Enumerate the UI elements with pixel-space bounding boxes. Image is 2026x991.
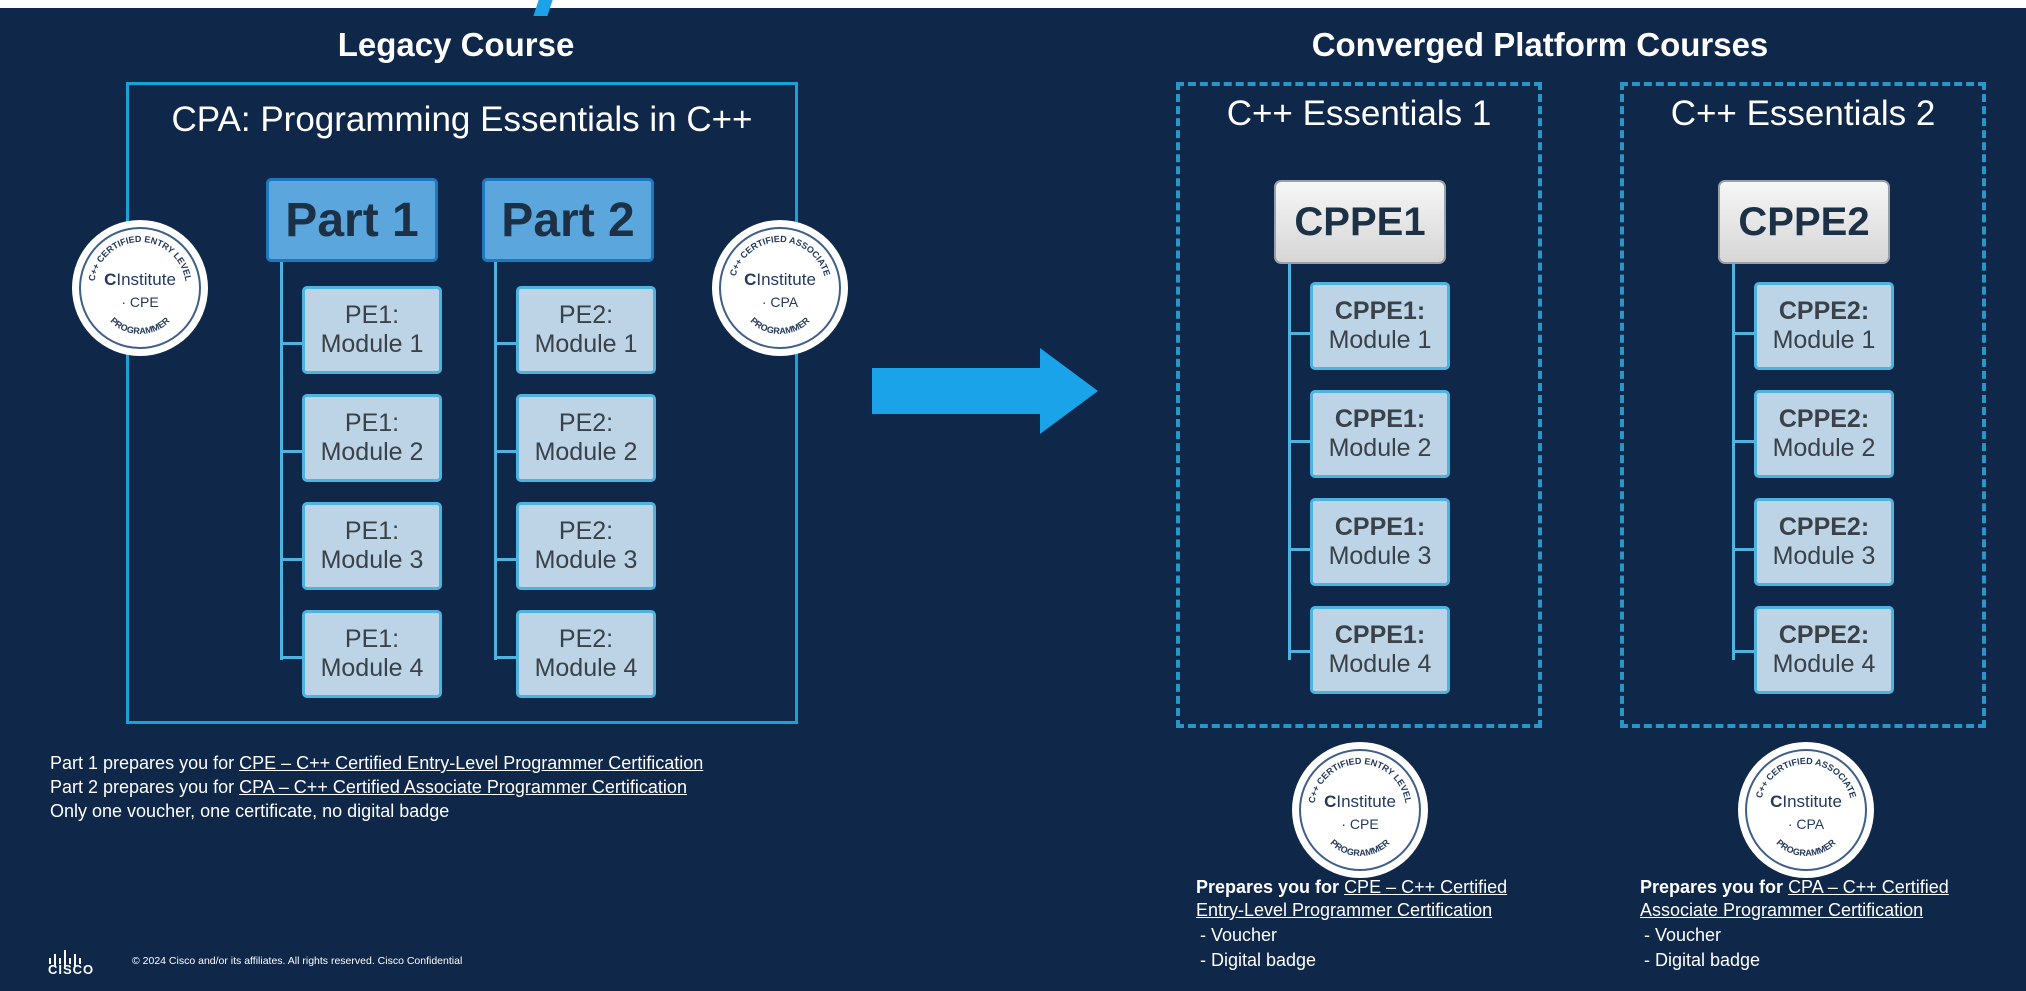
legacy-course-box (126, 82, 798, 724)
badge-institute-label: CInstitute (104, 270, 176, 289)
badge-arc-text: C++ CERTIFIED ASSOCIATE PROGRAMMER (1754, 756, 1859, 858)
cpa-certification-link[interactable]: CPA – C++ Certified Associate Programmer… (239, 777, 687, 797)
cppe1-branch-1 (1288, 332, 1310, 335)
cisco-wordmark: CISCO (48, 962, 95, 977)
c-logo-icon: C (1324, 792, 1337, 811)
c2-prep-line-2: Associate Programmer Certification (1640, 899, 1923, 922)
pe2-branch-4 (494, 656, 516, 659)
badge-ring (719, 227, 841, 349)
cppe2-branch-4 (1732, 650, 1754, 653)
cpe-certification-link-cont[interactable]: Entry-Level Programmer Certification (1196, 900, 1493, 920)
badge-institute-label: CInstitute (1324, 792, 1396, 811)
cppe1-module-3: CPPE1:Module 3 (1310, 498, 1450, 586)
pe2-branch-3 (494, 558, 516, 561)
c2-digital-badge-bullet: - Digital badge (1644, 950, 1761, 970)
pe1-module-4: PE1:Module 4 (302, 610, 442, 698)
badge-ring (1299, 749, 1421, 871)
badge-code: · CPA (1787, 816, 1825, 832)
cppe2-module-1: CPPE2:Module 1 (1754, 282, 1894, 370)
cpe-certification-link[interactable]: CPE – C++ Certified (1344, 877, 1508, 897)
cppe2-module-4: CPPE2:Module 4 (1754, 606, 1894, 694)
svg-text:PROGRAMMER: PROGRAMMER (1328, 837, 1391, 858)
c-logo-icon: C (744, 270, 757, 289)
cpp-essentials-2-title: C++ Essentials 2 (1670, 94, 1936, 133)
c2-prep-line-1: Prepares you for CPA – C++ Certified (1640, 877, 1949, 897)
legacy-course-header: Legacy Course (337, 26, 575, 63)
pe2-branch-1 (494, 342, 516, 345)
cppe2-module-3: CPPE2:Module 3 (1754, 498, 1894, 586)
cpa-certification-badge: C++ CERTIFIED ASSOCIATE PROGRAMMER CInst… (1738, 742, 1874, 878)
pe2-module-3: PE2:Module 3 (516, 502, 656, 590)
top-strip (0, 0, 2026, 8)
pe2-connector (494, 262, 497, 660)
badge-institute-label: CInstitute (744, 270, 816, 289)
badge-ring (1745, 749, 1867, 871)
cpp-essentials-2-box (1620, 82, 1986, 728)
pe2-module-1: PE2:Module 1 (516, 286, 656, 374)
pe1-module-3: PE1:Module 3 (302, 502, 442, 590)
c-logo-icon: C (104, 270, 117, 289)
pe1-branch-3 (280, 558, 302, 561)
svg-text:PROGRAMMER: PROGRAMMER (748, 315, 811, 336)
pe1-module-2: PE1:Module 2 (302, 394, 442, 482)
cppe1-branch-4 (1288, 650, 1310, 653)
c-logo-icon: C (1770, 792, 1783, 811)
svg-text:PROGRAMMER: PROGRAMMER (108, 315, 171, 336)
cppe1-module-4: CPPE1:Module 4 (1310, 606, 1450, 694)
cppe2-branch-3 (1732, 548, 1754, 551)
cpa-certification-badge: C++ CERTIFIED ASSOCIATE PROGRAMMER CInst… (712, 220, 848, 356)
cppe2-branch-2 (1732, 440, 1754, 443)
pe1-module-1: PE1:Module 1 (302, 286, 442, 374)
legacy-note-part1: Part 1 prepares you for CPE – C++ Certif… (50, 753, 704, 773)
legacy-course-title: CPA: Programming Essentials in C++ (171, 100, 753, 139)
cpe-certification-badge: C++ CERTIFIED ENTRY LEVEL PROGRAMMER CIn… (72, 220, 208, 356)
cpa-certification-link[interactable]: CPA – C++ Certified (1788, 877, 1949, 897)
part-1-box: Part 1 (266, 178, 438, 262)
cppe2-module-2: CPPE2:Module 2 (1754, 390, 1894, 478)
converged-courses-header: Converged Platform Courses (1311, 26, 1769, 63)
copyright-text: © 2024 Cisco and/or its affiliates. All … (132, 955, 463, 967)
badge-arc-text: C++ CERTIFIED ENTRY LEVEL PROGRAMMER (87, 234, 194, 336)
cpa-certification-link-cont[interactable]: Associate Programmer Certification (1640, 900, 1924, 920)
badge-code: · CPE (121, 294, 159, 310)
badge-arc-text: C++ CERTIFIED ASSOCIATE PROGRAMMER (728, 234, 833, 336)
cpe-certification-link[interactable]: CPE – C++ Certified Entry-Level Programm… (239, 753, 704, 773)
badge-arc-text: C++ CERTIFIED ENTRY LEVEL PROGRAMMER (1307, 756, 1414, 858)
legacy-note-part2: Part 2 prepares you for CPA – C++ Certif… (50, 777, 687, 797)
cppe2-course-box: CPPE2 (1718, 180, 1890, 264)
c1-digital-badge-bullet: - Digital badge (1200, 950, 1317, 970)
cppe2-branch-1 (1732, 332, 1754, 335)
c1-voucher-bullet: - Voucher (1200, 925, 1278, 945)
cppe1-module-2: CPPE1:Module 2 (1310, 390, 1450, 478)
pe1-branch-1 (280, 342, 302, 345)
cppe1-branch-2 (1288, 440, 1310, 443)
pe1-connector (280, 262, 283, 660)
c1-prep-line-1: Prepares you for CPE – C++ Certified (1196, 877, 1508, 897)
cppe1-connector (1288, 262, 1291, 660)
pe2-module-2: PE2:Module 2 (516, 394, 656, 482)
cppe1-branch-3 (1288, 548, 1310, 551)
badge-ring (79, 227, 201, 349)
pe1-branch-4 (280, 656, 302, 659)
cppe2-connector (1732, 262, 1735, 660)
cppe1-module-1: CPPE1:Module 1 (1310, 282, 1450, 370)
pe2-module-4: PE2:Module 4 (516, 610, 656, 698)
badge-institute-label: CInstitute (1770, 792, 1842, 811)
pe2-branch-2 (494, 450, 516, 453)
c1-prep-line-2: Entry-Level Programmer Certification (1196, 899, 1492, 922)
cpp-essentials-1-title: C++ Essentials 1 (1226, 94, 1492, 133)
legacy-note-voucher: Only one voucher, one certificate, no di… (50, 801, 450, 821)
cpe-certification-badge: C++ CERTIFIED ENTRY LEVEL PROGRAMMER CIn… (1292, 742, 1428, 878)
cpp-essentials-1-box (1176, 82, 1542, 728)
cisco-logo-icon (49, 950, 81, 966)
badge-code: · CPA (761, 294, 799, 310)
pe1-branch-2 (280, 450, 302, 453)
cppe1-course-box: CPPE1 (1274, 180, 1446, 264)
badge-code: · CPE (1341, 816, 1379, 832)
svg-text:PROGRAMMER: PROGRAMMER (1774, 837, 1837, 858)
right-arrow-icon (872, 348, 1098, 434)
part-2-box: Part 2 (482, 178, 654, 262)
c2-voucher-bullet: - Voucher (1644, 925, 1722, 945)
